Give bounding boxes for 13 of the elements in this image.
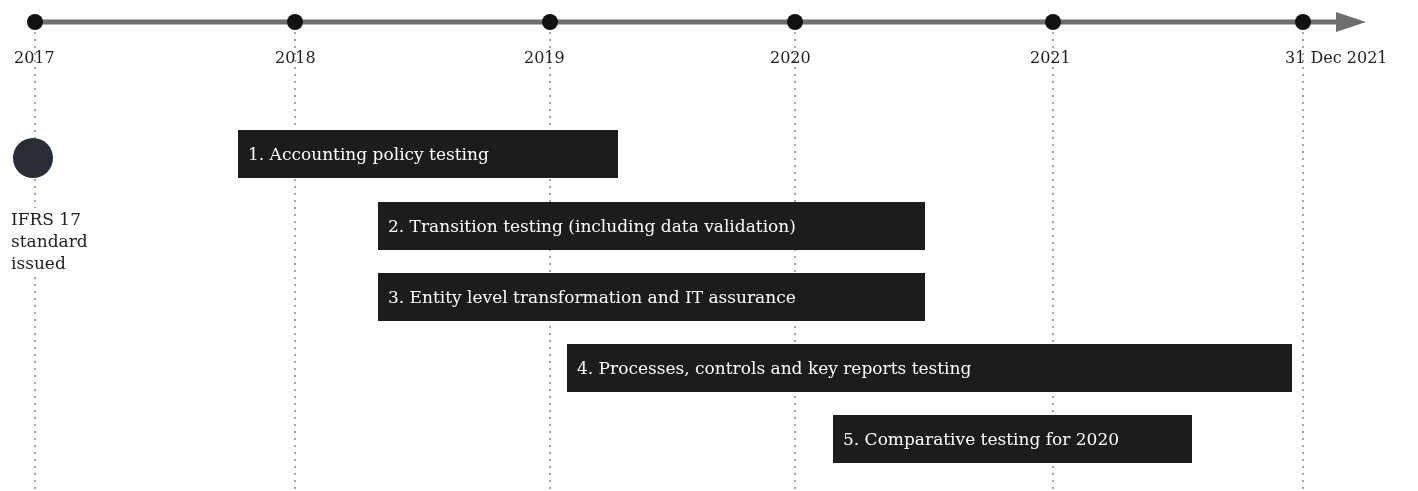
year-label: 2018	[275, 48, 316, 67]
activity-bar: 1. Accounting policy testing	[238, 130, 618, 178]
year-label: 2019	[524, 48, 565, 67]
activity-bar: 5. Comparative testing for 2020	[833, 415, 1192, 463]
activity-bar: 4. Processes, controls and key reports testing	[567, 344, 1292, 392]
milestone-dot	[13, 138, 53, 178]
milestone-caption: IFRS 17 standard issued	[11, 208, 91, 274]
year-label: 2017	[14, 48, 55, 67]
year-label: 2020	[770, 48, 811, 67]
year-label: 31 Dec 2021	[1285, 48, 1388, 67]
year-label: 2021	[1030, 48, 1071, 67]
activity-bar: 2. Transition testing (including data validation)	[378, 202, 925, 250]
activity-bar: 3. Entity level transformation and IT assurance	[378, 273, 925, 321]
